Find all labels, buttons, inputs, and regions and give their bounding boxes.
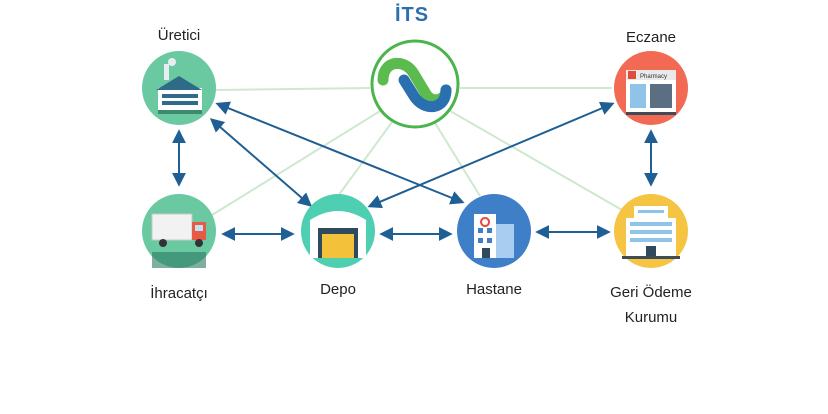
arrow-depo-eczane xyxy=(367,101,615,209)
label-geri-odeme-line2: Kurumu xyxy=(624,309,678,326)
node-hastane xyxy=(457,194,531,268)
logo-blue-loop xyxy=(398,74,452,112)
diagram-title: İTS xyxy=(395,4,430,26)
label-eczane: Eczane xyxy=(625,29,677,46)
hub-line-hastane xyxy=(431,117,481,197)
label-ihracatci: İhracatçı xyxy=(150,285,208,302)
factory-icon xyxy=(156,58,202,114)
label-uretici: Üretici xyxy=(157,27,201,44)
label-depo: Depo xyxy=(320,281,356,298)
label-geri-odeme-line1: Geri Ödeme xyxy=(610,284,692,301)
node-ihracatci xyxy=(142,194,216,268)
node-geri-odeme xyxy=(614,194,688,268)
hospital-icon xyxy=(474,214,514,258)
node-uretici xyxy=(142,51,216,125)
office-building-icon xyxy=(622,206,680,259)
truck-icon xyxy=(151,213,206,268)
label-hastane: Hastane xyxy=(466,281,522,298)
flow-arrows xyxy=(172,101,658,241)
hub-line-geri-odeme xyxy=(444,107,623,211)
node-eczane: Pharmacy xyxy=(614,51,688,125)
hub-line-depo xyxy=(337,117,396,197)
pharmacy-sign-text: Pharmacy xyxy=(640,74,667,80)
warehouse-icon xyxy=(310,211,366,258)
hub-line-uretici xyxy=(214,87,371,91)
pharmacy-icon: Pharmacy xyxy=(626,70,676,115)
node-depo xyxy=(301,194,375,268)
its-logo xyxy=(370,39,460,129)
